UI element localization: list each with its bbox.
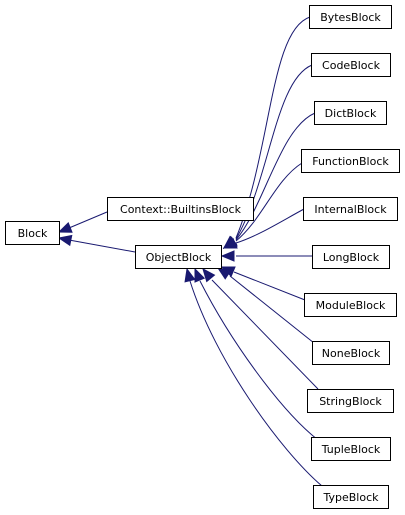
arrowhead-context_builtins-to-block <box>57 222 73 233</box>
class-node-internal[interactable]: InternalBlock <box>303 197 398 221</box>
class-node-label: BytesBlock <box>320 11 381 24</box>
class-node-label: LongBlock <box>323 251 380 264</box>
class-node-box <box>301 149 400 173</box>
edge-function-to-object <box>235 162 303 242</box>
class-node-box <box>314 101 387 125</box>
class-node-box <box>304 293 397 317</box>
edge-internal-to-object <box>235 208 305 244</box>
class-node-bytes[interactable]: BytesBlock <box>309 5 392 29</box>
class-node-label: TupleBlock <box>321 443 381 456</box>
class-node-type[interactable]: TypeBlock <box>313 485 389 509</box>
class-node-box <box>312 341 390 365</box>
inheritance-arrowheads <box>57 222 238 283</box>
arrowhead-tuple-to-object <box>194 267 206 283</box>
class-node-box <box>309 5 392 29</box>
class-node-box <box>107 197 254 221</box>
arrowhead-object-to-block <box>57 234 73 247</box>
class-node-label: Block <box>18 227 48 240</box>
class-node-block[interactable]: Block <box>5 221 60 245</box>
arrowhead-internal-to-object <box>222 237 238 249</box>
class-node-label: DictBlock <box>325 107 377 120</box>
class-node-box <box>311 437 391 461</box>
class-node-label: StringBlock <box>319 395 382 408</box>
class-node-label: ModuleBlock <box>316 299 386 312</box>
class-node-dict[interactable]: DictBlock <box>314 101 387 125</box>
class-node-string[interactable]: StringBlock <box>307 389 394 413</box>
edge-module-to-object <box>233 271 306 301</box>
class-node-label: TypeBlock <box>322 491 379 504</box>
class-node-none[interactable]: NoneBlock <box>312 341 390 365</box>
class-node-box <box>313 485 389 509</box>
class-node-label: Context::BuiltinsBlock <box>120 203 242 216</box>
edge-dict-to-object <box>235 112 316 241</box>
class-node-box <box>312 245 390 269</box>
edge-tuple-to-object <box>199 280 319 441</box>
class-node-box <box>135 245 222 269</box>
class-node-label: ObjectBlock <box>146 251 212 264</box>
class-node-label: InternalBlock <box>314 203 387 216</box>
class-node-long[interactable]: LongBlock <box>312 245 390 269</box>
edge-none-to-object <box>229 275 315 344</box>
edge-string-to-object <box>211 279 319 390</box>
arrowhead-long-to-object <box>220 250 235 262</box>
edge-object-to-block <box>68 239 136 253</box>
class-node-box <box>303 197 398 221</box>
class-node-box <box>307 389 394 413</box>
class-node-function[interactable]: FunctionBlock <box>301 149 400 173</box>
class-node-tuple[interactable]: TupleBlock <box>311 437 391 461</box>
class-node-box <box>5 221 60 245</box>
class-node-code[interactable]: CodeBlock <box>311 53 391 77</box>
class-node-module[interactable]: ModuleBlock <box>304 293 397 317</box>
class-node-context-builtins[interactable]: Context::BuiltinsBlock <box>107 197 254 221</box>
inheritance-edges <box>68 16 323 487</box>
class-node-label: FunctionBlock <box>312 155 389 168</box>
edge-context_builtins-to-block <box>68 211 108 229</box>
class-node-box <box>311 53 391 77</box>
class-node-label: CodeBlock <box>322 59 381 72</box>
arrowhead-string-to-object <box>202 267 216 283</box>
edge-type-to-object <box>189 280 323 487</box>
arrowhead-type-to-object <box>184 267 196 283</box>
class-node-object[interactable]: ObjectBlock <box>135 245 222 269</box>
arrowhead-none-to-object <box>216 267 232 280</box>
class-node-label: NoneBlock <box>322 347 381 360</box>
